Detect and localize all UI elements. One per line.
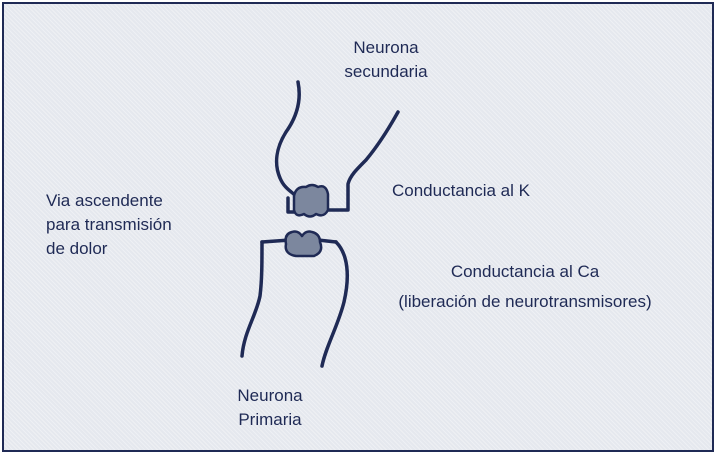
pathway-label: Via ascendente para transmisión de dolor <box>46 189 172 261</box>
secondary-neuron-label-line1: Neurona <box>326 36 446 60</box>
pathway-label-line1: Via ascendente <box>46 189 172 213</box>
primary-neuron-left-membrane <box>242 242 262 356</box>
ca-conductance-label-line1: Conductancia al Ca <box>350 260 700 284</box>
k-conductance-label: Conductancia al K <box>392 179 530 203</box>
pathway-label-line3: de dolor <box>46 237 172 261</box>
secondary-neuron-label-line2: secundaria <box>326 60 446 84</box>
secondary-neuron-left-membrane <box>277 82 300 196</box>
pathway-label-line2: para transmisión <box>46 213 172 237</box>
primary-neuron-label-line1: Neurona <box>220 384 320 408</box>
secondary-neuron-right-membrane <box>324 112 398 210</box>
secondary-neuron-label: Neurona secundaria <box>326 36 446 84</box>
ca-conductance-label-line2: (liberación de neurotransmisores) <box>350 290 700 314</box>
k-channel-shape <box>294 185 328 217</box>
primary-neuron-right-membrane <box>322 242 347 366</box>
ca-conductance-label: Conductancia al Ca (liberación de neurot… <box>350 260 700 314</box>
primary-neuron-label: Neurona Primaria <box>220 384 320 432</box>
ca-channel-shape <box>286 232 322 257</box>
primary-neuron-label-line2: Primaria <box>220 408 320 432</box>
